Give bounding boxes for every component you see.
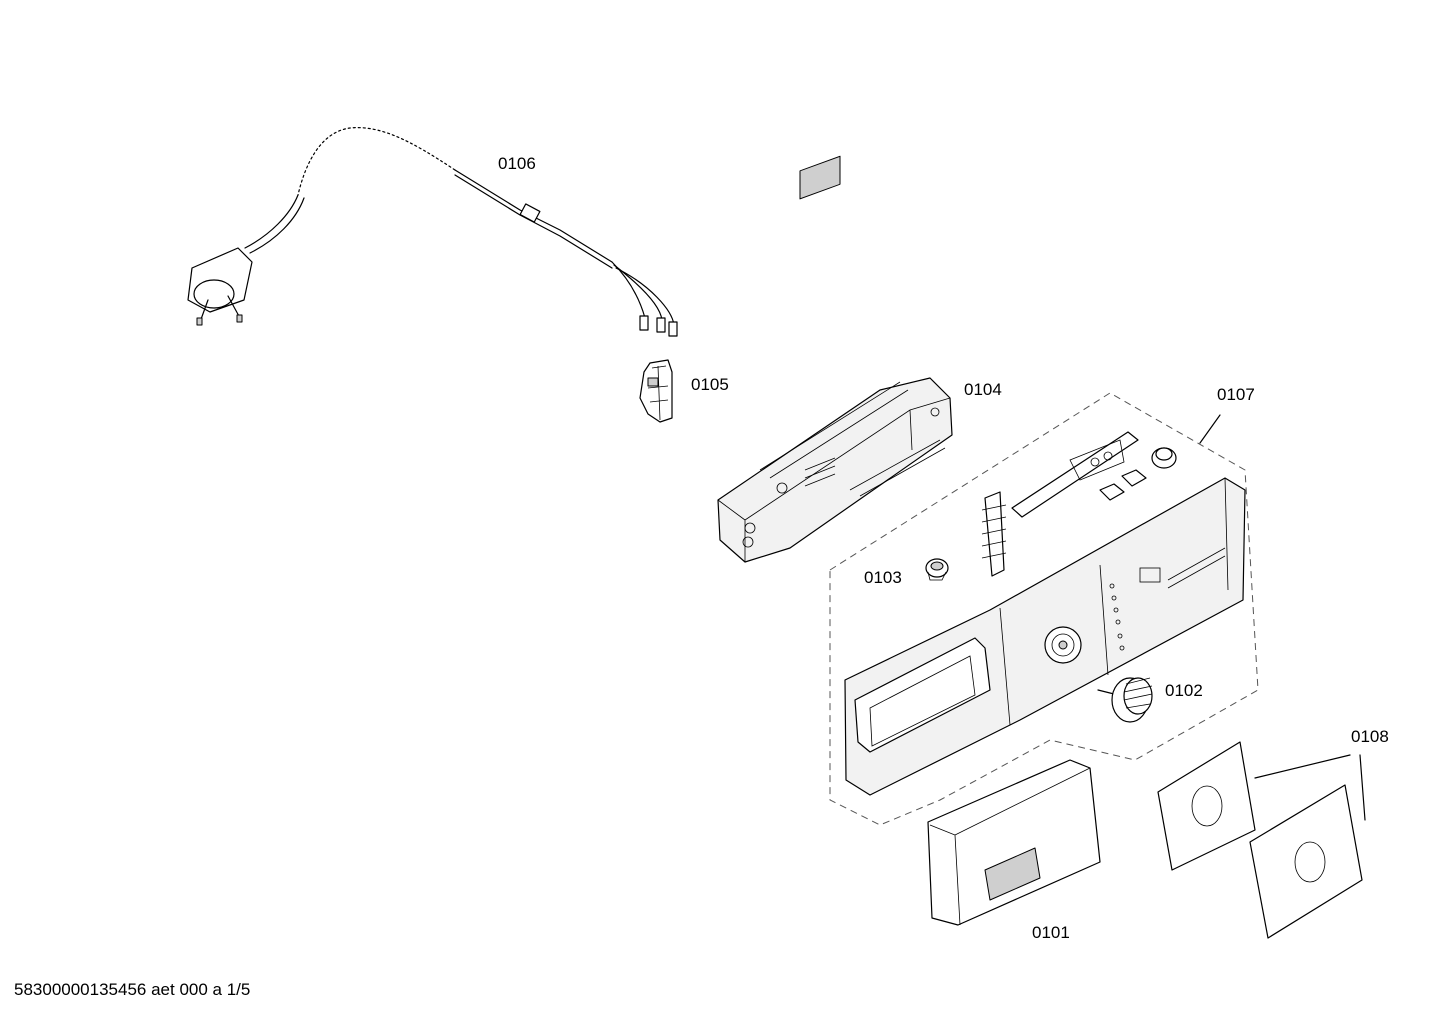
part-0105-clip: [639, 359, 673, 423]
part-selector-rail: [1011, 431, 1177, 518]
part-0102-knob: [1097, 677, 1153, 723]
part-0108-cover-plates: [1157, 741, 1366, 939]
leader-0107: [1199, 414, 1221, 444]
label-0105: 0105: [691, 375, 729, 394]
part-0103-button: [925, 558, 949, 581]
part-0104-electronic-module: [717, 155, 953, 563]
part-0107-assembly-outline: [829, 392, 1259, 826]
document-reference: 58300000135456 aet 000 a 1/5: [14, 980, 251, 999]
label-0102: 0102: [1165, 681, 1203, 700]
label-0108: 0108: [1351, 727, 1389, 746]
part-fascia-panel: [844, 477, 1246, 796]
label-0106: 0106: [498, 154, 536, 173]
label-0103: 0103: [864, 568, 902, 587]
label-0107: 0107: [1217, 385, 1255, 404]
label-0104: 0104: [964, 380, 1002, 399]
part-0106-mains-cable: [187, 127, 678, 337]
label-0101: 0101: [1032, 923, 1070, 942]
part-0101-drawer-handle: [927, 759, 1101, 926]
part-light-guide-comb: [981, 491, 1007, 577]
